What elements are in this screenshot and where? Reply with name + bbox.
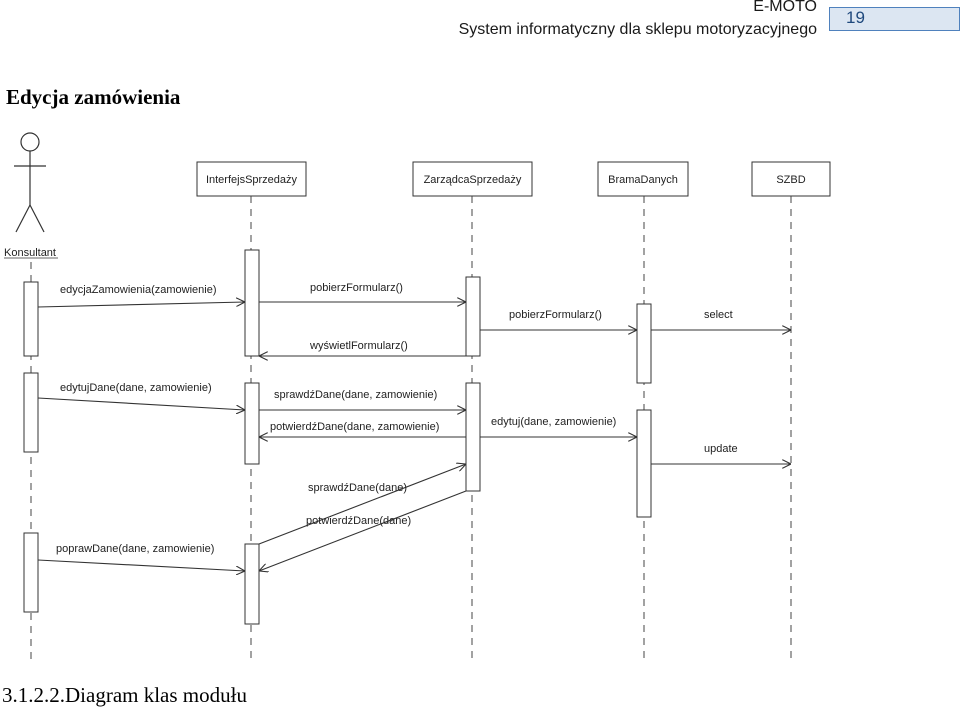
msg-label-2: pobierzFormularz()	[509, 309, 602, 321]
lifeline-label-szbd: SZBD	[776, 174, 805, 186]
msg-label-1: pobierzFormularz()	[310, 282, 403, 294]
msg-label-10: sprawdźDane(dane)	[308, 482, 407, 494]
msg-label-6: sprawdźDane(dane, zamowienie)	[274, 389, 437, 401]
msg-label-4: wyświetlFormularz()	[309, 340, 408, 352]
actor-konsultant: Konsultant	[4, 132, 58, 259]
msg-label-0: edycjaZamowienia(zamowienie)	[60, 284, 217, 296]
activation-bars	[23, 249, 652, 625]
page-title: Edycja zamówienia	[6, 85, 181, 109]
msg-label-7: potwierdźDane(dane, zamowienie)	[270, 421, 439, 433]
actor-label: Konsultant	[4, 247, 56, 259]
lifeline-szbd: SZBD	[751, 161, 831, 197]
header-brand: E-MOTO	[753, 0, 817, 15]
message-arrows	[37, 302, 791, 571]
page-number-box	[829, 7, 960, 31]
header-subtitle: System informatyczny dla sklepu motoryza…	[458, 21, 817, 38]
message-labels: edycjaZamowienia(zamowienie) pobierzForm…	[56, 282, 738, 555]
msg-label-5: edytujDane(dane, zamowienie)	[60, 382, 212, 394]
lifeline-label-interfejs: InterfejsSprzedaży	[206, 174, 298, 186]
lifeline-zarzadca: ZarządcaSprzedaży	[412, 161, 533, 197]
lifeline-label-brama: BramaDanych	[608, 174, 678, 186]
msg-label-8: edytuj(dane, zamowienie)	[491, 416, 616, 428]
msg-label-3: select	[704, 309, 733, 321]
page-number: 19	[846, 8, 865, 27]
msg-label-12: poprawDane(dane, zamowienie)	[56, 543, 214, 555]
section-caption: 3.1.2.2.Diagram klas modułu	[2, 683, 247, 707]
msg-label-11: potwierdźDane(dane)	[306, 515, 411, 527]
msg-label-9: update	[704, 443, 738, 455]
lifeline-label-zarzadca: ZarządcaSprzedaży	[424, 174, 522, 186]
lifeline-interfejs: InterfejsSprzedaży	[196, 161, 307, 197]
lifeline-brama: BramaDanych	[597, 161, 689, 197]
